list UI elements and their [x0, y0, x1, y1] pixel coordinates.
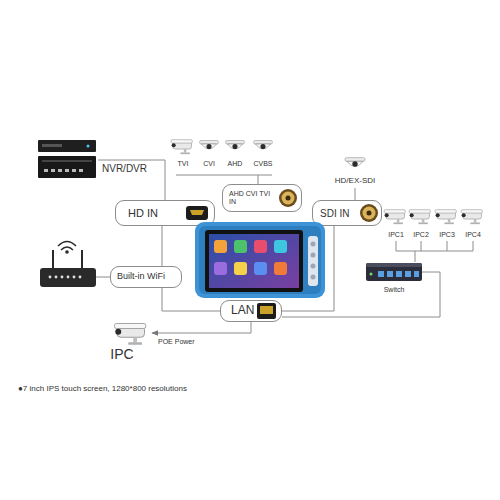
edge-label: POE Power — [158, 338, 195, 346]
cable-line — [98, 160, 165, 200]
device-label: IPC — [110, 347, 133, 362]
bullet-camera — [171, 140, 192, 154]
camera-wire — [176, 175, 272, 184]
dome-camera — [226, 141, 245, 150]
signal-name: CVI — [203, 160, 215, 168]
cable-line — [282, 272, 440, 317]
camera-name: IPC2 — [413, 231, 429, 239]
signal-name: CVBS — [253, 160, 272, 168]
port-label: SDI IN — [320, 208, 349, 219]
ip-camera — [461, 210, 482, 224]
signal-name: AHD — [228, 160, 243, 168]
dome-camera — [345, 158, 365, 167]
port-box: SDI IN — [312, 200, 382, 226]
network-bracket — [396, 241, 473, 262]
camera-node: IPC — [112, 322, 152, 344]
recorder-node: NVR/DVR — [36, 138, 98, 182]
signal-name: TVI — [178, 160, 189, 168]
router-illustration — [40, 242, 96, 288]
port-box: HD IN — [115, 200, 215, 226]
ip-camera — [435, 210, 456, 224]
cable-line — [162, 288, 220, 311]
signal-name: HD/EX-SDI — [335, 177, 375, 186]
cable-line — [152, 322, 251, 333]
dome-camera — [254, 141, 273, 150]
dome-camera — [200, 141, 219, 150]
port-label: LAN — [231, 304, 254, 317]
ip-camera — [384, 210, 405, 224]
device-label: Switch — [384, 286, 405, 294]
port-box: LAN — [220, 300, 282, 322]
camera-name: IPC4 — [465, 231, 481, 239]
ip-camera — [115, 324, 146, 345]
camera-name: IPC1 — [388, 231, 404, 239]
caption-text: ●7 inch IPS touch screen, 1280*800 resol… — [18, 385, 187, 394]
device-label: NVR/DVR — [102, 163, 147, 174]
port-box: AHD CVI TVI IN — [222, 184, 302, 212]
ip-camera — [409, 210, 430, 224]
switch-node: Switch — [366, 262, 422, 282]
port-label: Built-in WiFi — [117, 272, 165, 282]
cable-line — [162, 226, 163, 266]
camera-name: IPC3 — [439, 231, 455, 239]
cable-line — [282, 226, 334, 311]
wifi-box: Built-in WiFi — [110, 266, 182, 288]
switch-illustration — [366, 263, 422, 281]
tester-illustration — [195, 222, 325, 298]
port-label: AHD CVI TVI IN — [229, 190, 273, 205]
router-wire — [96, 277, 110, 278]
nvr-illustration — [38, 140, 96, 178]
port-label: HD IN — [128, 207, 158, 219]
camera-wire — [355, 188, 356, 200]
